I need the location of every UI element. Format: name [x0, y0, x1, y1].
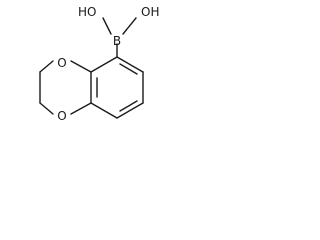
bond-o-bottom-ring: [70, 102, 92, 115]
bond-group: [39, 17, 144, 119]
bond-ring-1: [116, 56, 144, 73]
atom-oh-label: OH: [141, 5, 159, 19]
bond-o-top-ch2: [39, 60, 54, 73]
atom-boron-label: B: [113, 34, 121, 48]
bond-ring-o-top: [70, 60, 92, 73]
atom-ho-label: HO: [78, 5, 96, 19]
bond-ring-3: [116, 102, 144, 119]
atom-label-group: HO OH B O O: [57, 5, 159, 123]
atom-oxygen-bottom-label: O: [57, 109, 66, 123]
structure-canvas: HO OH B O O: [0, 0, 160, 158]
benzodioxane-boronic-acid-structure: HO OH B O O: [39, 5, 159, 123]
bond-b-oh: [122, 17, 137, 35]
atom-oxygen-top-label: O: [57, 56, 66, 70]
bond-ch2-o-bottom: [39, 102, 54, 115]
bond-ring-inner-2: [119, 100, 138, 112]
bond-ring-inner-1: [119, 63, 138, 75]
bond-b-ho: [102, 17, 112, 35]
bond-ring-4: [90, 102, 118, 119]
bond-ring-6: [90, 56, 118, 73]
